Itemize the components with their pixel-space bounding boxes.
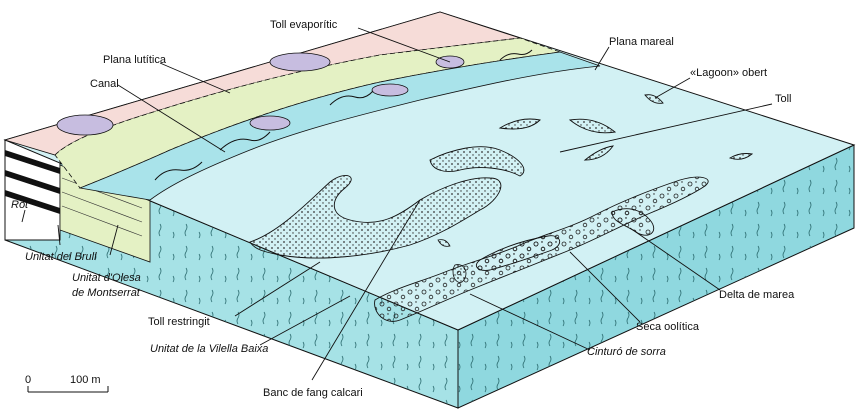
delta-de-marea: [611, 208, 655, 236]
label-seca-oolitica: Seca oolítica: [636, 321, 700, 333]
label-cinturo-sorra: Cinturó de sorra: [587, 346, 666, 358]
label-banc-fang: Banc de fang calcari: [263, 387, 363, 399]
tidal-channel-zone: [78, 51, 601, 201]
evaporite-pools: [56, 52, 465, 136]
label-delta-de-marea: Delta de marea: [719, 289, 795, 301]
label-toll: Toll: [775, 93, 792, 105]
tidal-channels: [154, 49, 533, 181]
label-plana-lutitica: Plana lutítica: [103, 54, 167, 66]
label-unitat-brull: Unitat del Brull: [25, 251, 97, 263]
label-toll-restringit: Toll restringit: [148, 316, 210, 328]
scale-bar: 0 100 m: [25, 374, 109, 393]
plana-mareal-zone: [54, 37, 561, 189]
label-unitat-vilella: Unitat de la Vilella Baixa: [150, 343, 268, 355]
scale-end-label: 100 m: [70, 374, 101, 386]
label-unitat-olesa-1: Unitat d'Olesa: [72, 272, 141, 284]
label-rot: Röt: [11, 199, 29, 211]
scale-start-label: 0: [25, 374, 31, 386]
label-canal: Canal: [90, 78, 119, 90]
banc-de-fang-calcari: [249, 175, 502, 259]
leader-lines: [21, 27, 773, 381]
label-lagoon-obert: «Lagoon» obert: [690, 67, 767, 79]
label-toll-evaporitic: Toll evaporític: [270, 19, 338, 31]
tidal-pools: [498, 94, 754, 161]
label-plana-mareal: Plana mareal: [609, 36, 674, 48]
label-unitat-olesa-2: de Montserrat: [72, 287, 141, 299]
